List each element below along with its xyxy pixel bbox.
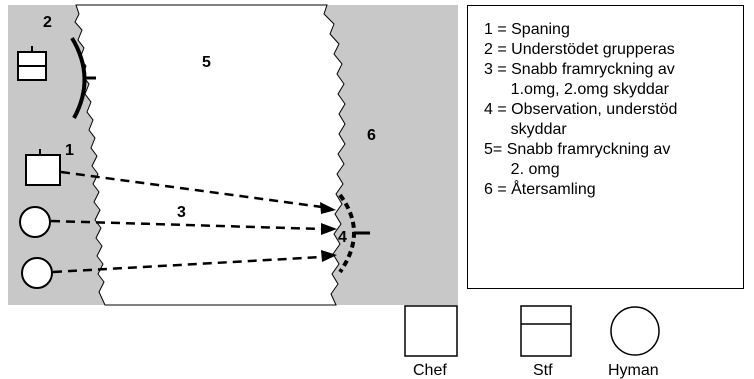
chef-unit-symbol [25,149,61,186]
man-unit-symbol-2 [21,257,53,289]
stf-symbol-label: Stf [533,362,553,379]
zone-label-3: 3 [177,204,186,221]
legend-item-6: 6 = Återsamling [484,181,596,198]
chef-symbol-key [404,305,458,357]
zone-label-2: 2 [43,14,52,31]
zone-label-6: 6 [367,127,376,144]
grouping-arc [70,36,87,119]
support-group-symbol [17,46,47,81]
legend-item-1: 1 = Spaning [484,21,570,38]
stf-symbol-key [520,305,572,357]
open-ground-area [74,4,346,306]
hyman-symbol-label: Hyman [608,362,659,379]
zone-label-4: 4 [338,229,347,246]
advance-routes [50,170,323,274]
hyman-symbol-key [610,306,660,356]
chef-symbol-label: Chef [413,362,447,379]
legend-box: 1 = Spaning 2 = Understödet grupperas 3 … [467,5,744,289]
legend-item-2: 2 = Understödet grupperas [484,41,675,58]
zone-label-1: 1 [65,142,74,159]
zone-label-5: 5 [202,54,211,71]
legend-item-4: 4 = Observation, understöd skyddar [484,101,678,138]
man-unit-symbol-1 [19,206,51,238]
legend-item-5: 5= Snabb framryckning av 2. omg [484,141,671,178]
legend-list: 1 = Spaning 2 = Understödet grupperas 3 … [484,20,677,200]
advance-arrowheads [320,202,337,262]
legend-item-3: 3 = Snabb framryckning av 1.omg, 2.omg s… [484,61,675,98]
